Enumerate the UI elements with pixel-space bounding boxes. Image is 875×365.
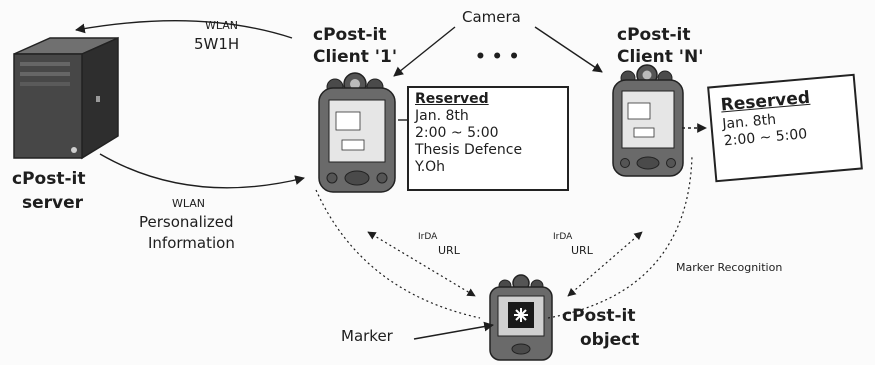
client-1-title-line2: Client '1' <box>313 47 398 67</box>
personalized-info-line1: Personalized <box>139 213 234 231</box>
url-label-right: URL <box>571 244 593 257</box>
marker-recognition-label: Marker Recognition <box>676 261 783 274</box>
marker-icon <box>514 308 528 322</box>
object-device-icon <box>489 274 553 361</box>
note-1-line-time: 2:00 ~ 5:00 <box>415 125 499 142</box>
note-1-line-event: Thesis Defence <box>415 142 523 159</box>
note-1-heading: Reserved <box>415 91 489 107</box>
note-1-line-name: Y.Oh <box>415 159 446 176</box>
marker-label: Marker <box>341 327 393 345</box>
client-n-device-icon <box>612 64 684 177</box>
ellipsis-label: • • • <box>475 47 520 67</box>
client-1-device-icon <box>318 72 396 193</box>
client-n-title-line2: Client 'N' <box>617 47 704 67</box>
server-title-line1: cPost-it <box>12 169 86 189</box>
wlan-label-bottom: WLAN <box>172 197 206 210</box>
reserved-note-client-1: Reserved Jan. 8th 2:00 ~ 5:00 Thesis Def… <box>407 86 569 191</box>
irda-label-right: IrDA <box>553 232 573 242</box>
server-title-line2: server <box>22 193 84 213</box>
object-title-line1: cPost-it <box>562 306 636 326</box>
personalized-info-line2: Information <box>148 234 235 252</box>
object-title-line2: object <box>580 330 640 350</box>
client-n-title-line1: cPost-it <box>617 25 691 45</box>
client-1-title-line1: cPost-it <box>313 25 387 45</box>
reserved-note-client-n: Reserved Jan. 8th 2:00 ~ 5:00 <box>707 73 863 183</box>
server-icon <box>13 36 119 160</box>
note-1-line-date: Jan. 8th <box>415 108 469 125</box>
url-label-left: URL <box>438 244 460 257</box>
camera-label: Camera <box>462 8 521 26</box>
wlan-label-top: WLAN <box>205 19 239 32</box>
irda-label-left: IrDA <box>418 232 438 242</box>
dotted-arrows <box>315 155 693 319</box>
connector-arrows <box>75 20 707 340</box>
5w1h-label: 5W1H <box>194 35 240 53</box>
